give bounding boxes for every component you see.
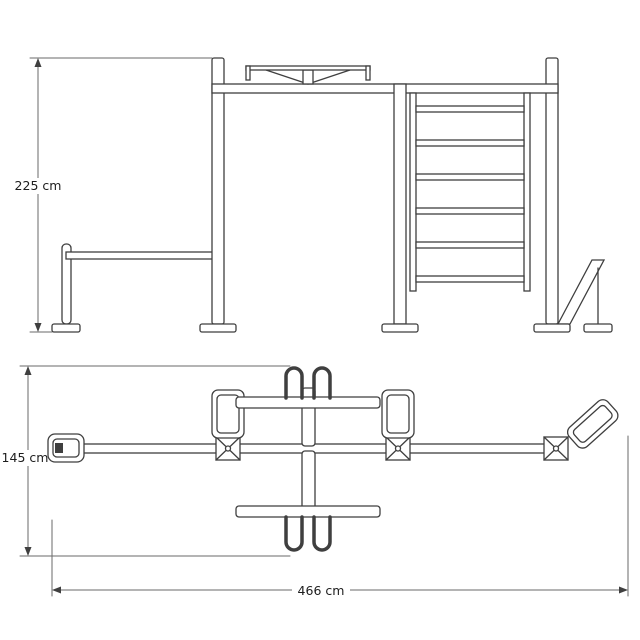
ladder-rung <box>415 139 525 147</box>
pull-handle <box>284 515 304 552</box>
base-plate <box>583 323 613 333</box>
arrow-down-icon <box>34 323 42 332</box>
middle-post <box>393 83 407 325</box>
arrow-up-icon <box>34 58 42 67</box>
base-plate <box>51 323 81 333</box>
arrow-up-icon <box>24 366 32 375</box>
pad-block <box>55 443 63 453</box>
ladder-rung <box>415 105 525 113</box>
spinner-handle-left <box>245 65 251 81</box>
width-dimension-label: 466 cm <box>298 583 345 598</box>
main-frame <box>211 57 559 325</box>
plan-view: 145 cm <box>2 365 629 598</box>
arrow-right-icon <box>619 586 628 594</box>
arrow-down-icon <box>24 547 32 556</box>
pull-handle <box>312 366 332 400</box>
climbing-ladder <box>409 92 531 292</box>
junction-pin <box>224 445 232 452</box>
bench-top-plan <box>235 396 381 409</box>
label-mask <box>292 582 350 598</box>
upright-inner <box>216 394 240 434</box>
spinner-handle-right <box>365 65 371 81</box>
spinner-brace-left <box>265 69 309 85</box>
ladder-rung <box>415 207 525 215</box>
junction-left <box>215 436 241 461</box>
left-post <box>211 57 225 325</box>
dip-bar <box>65 251 217 260</box>
incline-board-plan <box>566 399 619 449</box>
spinner-brace-right <box>307 69 351 85</box>
elevation-view: 225 cm <box>12 57 613 333</box>
base-plates <box>51 323 613 333</box>
incline-board <box>556 259 606 325</box>
height-dimension-label: 225 cm <box>15 178 62 193</box>
spinner-stem <box>302 69 314 85</box>
ladder-rung <box>415 275 525 283</box>
right-post <box>545 57 559 325</box>
ladder-rail-right <box>523 92 531 292</box>
label-mask <box>2 450 50 466</box>
junction-right <box>385 436 411 461</box>
depth-dimension: 145 cm <box>2 365 291 557</box>
left-end-pad <box>47 433 85 463</box>
pull-handle <box>312 515 332 552</box>
top-beam <box>211 83 559 94</box>
center-assembly <box>235 366 381 552</box>
junction-pin <box>394 445 402 452</box>
pull-handle <box>284 366 304 400</box>
spinner-device <box>245 65 371 85</box>
junction-pin <box>552 445 560 452</box>
bench-bottom-plan <box>235 505 381 518</box>
junction-end <box>543 436 569 461</box>
upright-inner <box>386 394 410 434</box>
incline-board-plank <box>556 259 606 325</box>
base-plate <box>381 323 419 333</box>
ladder-rung <box>415 173 525 181</box>
base-plate <box>533 323 571 333</box>
ladder-rung <box>415 241 525 249</box>
label-mask <box>12 178 64 194</box>
dip-bar-assembly <box>61 243 217 325</box>
ladder-rail-left <box>409 92 417 292</box>
upright-plan-right <box>381 389 415 439</box>
incline-inner <box>572 404 613 443</box>
width-dimension: 466 cm <box>51 435 629 598</box>
center-column-bottom <box>301 450 316 512</box>
spinner-arm-bar <box>245 65 371 71</box>
height-dimension: 225 cm <box>12 57 213 333</box>
arrow-left-icon <box>52 586 61 594</box>
base-plate <box>199 323 237 333</box>
depth-dimension-label: 145 cm <box>2 450 49 465</box>
